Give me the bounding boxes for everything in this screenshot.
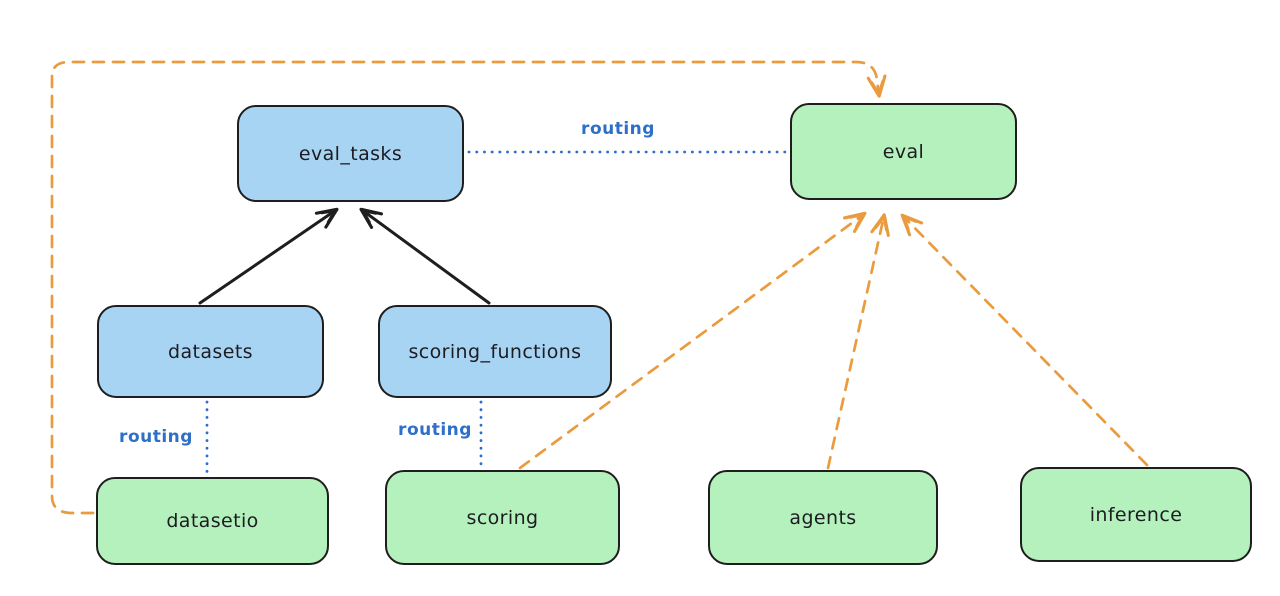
node-scoring-functions-label: scoring_functions <box>408 340 582 363</box>
node-inference: inference <box>1020 467 1252 562</box>
node-datasets: datasets <box>97 305 324 398</box>
edge-datasetio-to-eval <box>50 60 887 515</box>
node-eval-label: eval <box>882 140 925 163</box>
edge-scoring-to-eval <box>518 211 867 470</box>
edge-label-routing-left: routing <box>119 427 193 447</box>
node-datasets-label: datasets <box>168 340 253 363</box>
edge-label-routing-middle: routing <box>398 420 472 440</box>
edge-label-routing-top: routing <box>581 119 655 139</box>
node-eval: eval <box>790 103 1017 200</box>
edge-datasets-to-eval-tasks <box>198 207 339 305</box>
node-eval-tasks-label: eval_tasks <box>298 142 403 165</box>
node-scoring-label: scoring <box>466 506 539 529</box>
node-datasetio-label: datasetio <box>166 510 259 532</box>
edge-agents-to-eval <box>826 213 890 470</box>
node-scoring-functions: scoring_functions <box>378 305 612 398</box>
node-eval-tasks: eval_tasks <box>237 105 464 202</box>
node-agents-label: agents <box>789 506 857 529</box>
node-agents: agents <box>708 470 938 565</box>
node-scoring: scoring <box>385 470 620 565</box>
edge-scoring-functions-to-eval-tasks <box>359 207 491 305</box>
node-datasetio: datasetio <box>96 477 329 565</box>
edge-inference-to-eval <box>900 213 1149 467</box>
node-inference-label: inference <box>1089 503 1183 526</box>
